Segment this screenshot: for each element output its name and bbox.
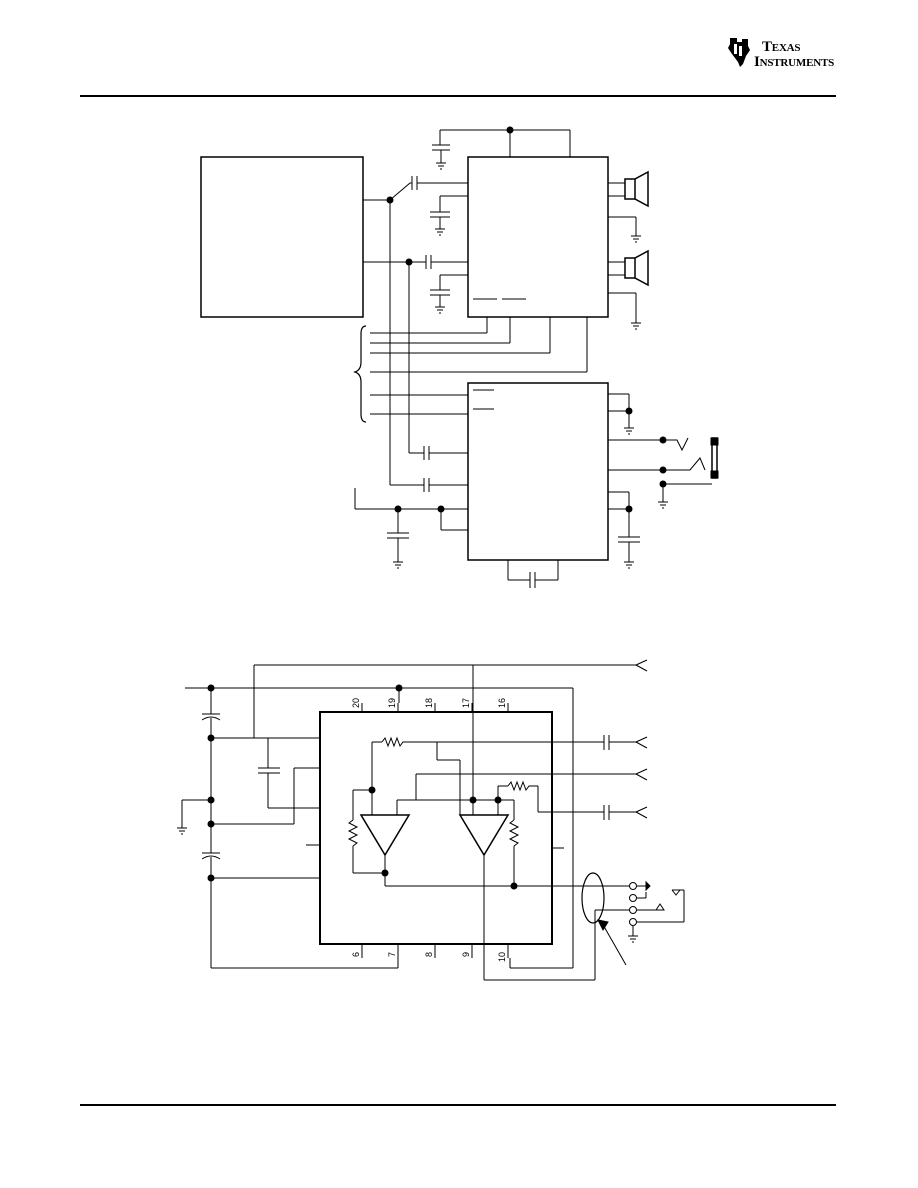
ti-logo-icon <box>728 38 750 67</box>
logo-line-instruments: Instruments <box>754 54 835 70</box>
pin-label-top: 18 <box>424 698 434 708</box>
top-amp-block <box>467 156 609 318</box>
top-jack-block <box>467 382 609 561</box>
pin-label-top: 16 <box>497 698 507 708</box>
top-left-block <box>200 156 364 318</box>
ti-logo: Texas Instruments <box>726 36 838 76</box>
header-rule <box>80 95 836 97</box>
pin-label-bottom: 10 <box>497 952 507 962</box>
logo-line-texas: Texas <box>762 39 801 55</box>
top-schematic <box>200 126 719 588</box>
bottom-ic-block <box>319 711 553 945</box>
pin-label-top: 20 <box>351 698 361 708</box>
bottom-schematic: 20 19 18 17 16 6 7 8 9 10 <box>177 659 685 981</box>
pin-label-bottom: 8 <box>424 952 434 957</box>
pin-label-bottom: 7 <box>387 952 397 957</box>
pin-label-top: 19 <box>387 698 397 708</box>
pin-label-bottom: 6 <box>351 952 361 957</box>
pin-label-top: 17 <box>461 698 471 708</box>
footer-rule <box>80 1104 836 1106</box>
pin-label-bottom: 9 <box>461 952 471 957</box>
